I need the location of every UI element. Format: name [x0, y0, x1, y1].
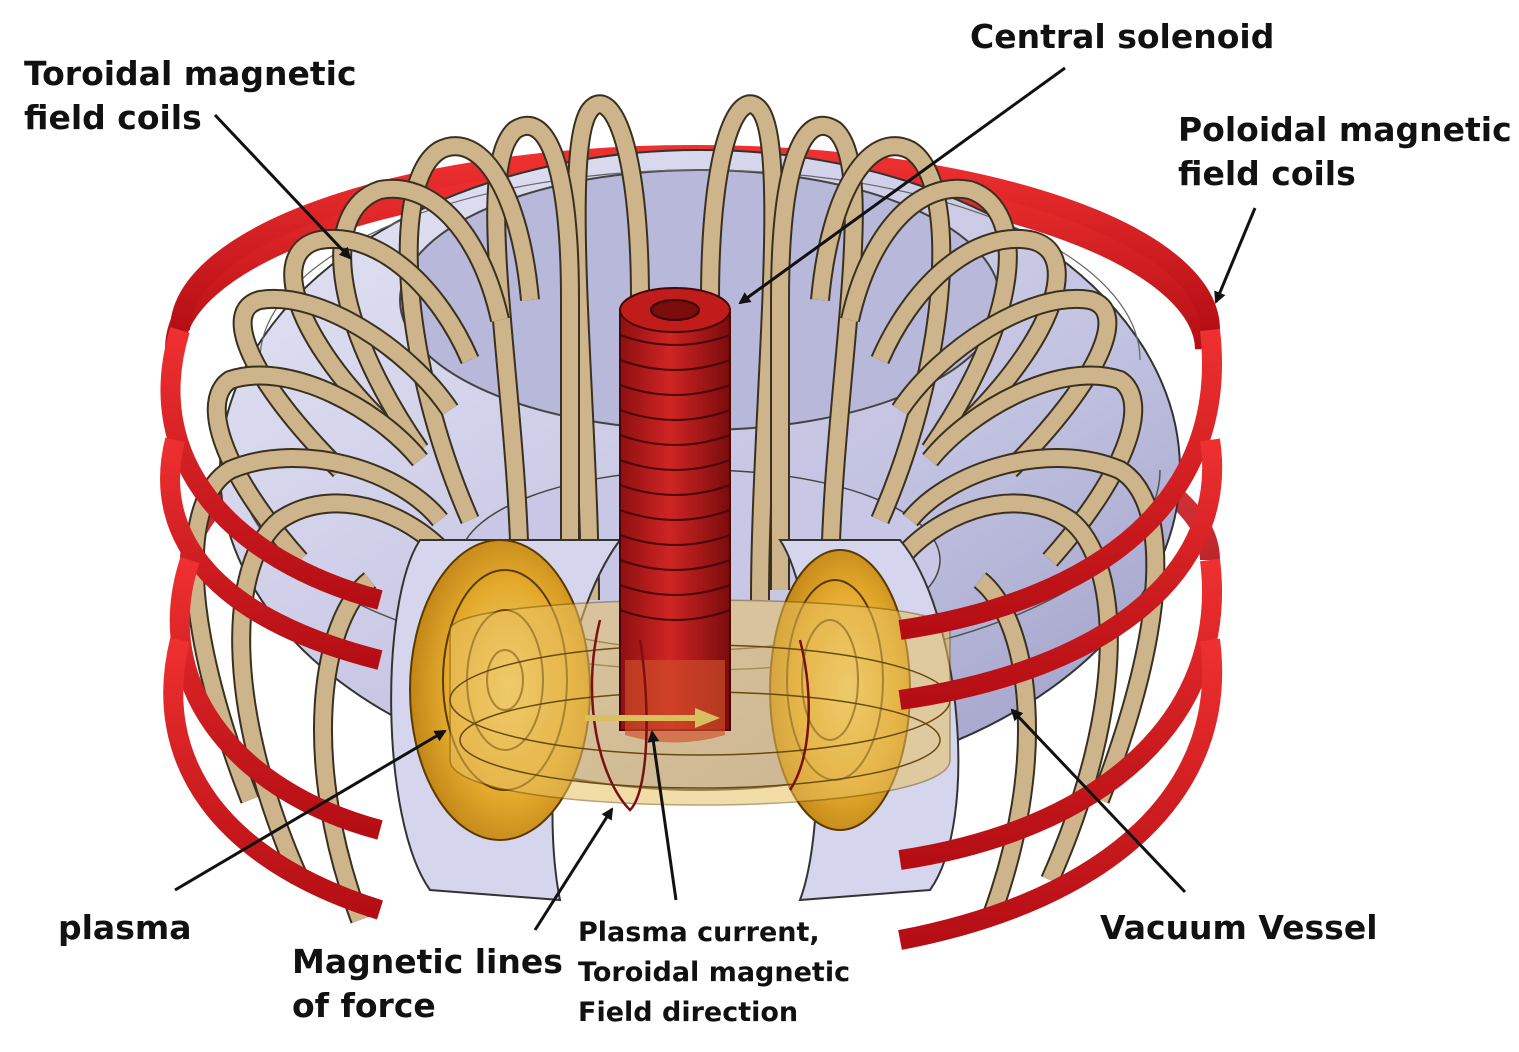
label-line: field coils	[1178, 154, 1356, 193]
arrow-plasma	[174, 729, 447, 892]
poloidal-coils-front	[160, 327, 1223, 950]
label-line: Plasma current,	[578, 917, 820, 948]
arrow-toroidal-coils	[213, 113, 352, 260]
label-line: field coils	[24, 98, 202, 137]
label-magnetic-lines: Magnetic lines of force	[292, 940, 563, 1028]
leader-arrows	[174, 66, 1257, 931]
label-line: Field direction	[578, 997, 799, 1028]
label-line: Central solenoid	[970, 17, 1275, 56]
label-line: Vacuum Vessel	[1100, 908, 1378, 947]
label-plasma-current: Plasma current, Toroidal magnetic Field …	[578, 913, 850, 1033]
label-line: Toroidal magnetic	[578, 957, 851, 988]
label-line: of force	[292, 986, 436, 1025]
arrow-plasma-current	[647, 730, 678, 901]
label-line: plasma	[58, 908, 192, 947]
arrow-vacuum-vessel	[1010, 708, 1187, 894]
label-line: Magnetic lines	[292, 942, 563, 981]
arrow-central-solenoid	[738, 66, 1066, 305]
magnetic-line-helix	[590, 619, 810, 812]
plasma-current-arrow	[585, 708, 720, 728]
label-central-solenoid: Central solenoid	[970, 15, 1274, 59]
label-vacuum-vessel: Vacuum Vessel	[1100, 906, 1378, 950]
arrow-magnetic-lines	[533, 807, 614, 931]
central-solenoid	[619, 287, 731, 743]
toroidal-field-coils	[184, 94, 1166, 924]
label-poloidal-coils: Poloidal magnetic field coils	[1178, 108, 1512, 196]
label-plasma: plasma	[58, 906, 192, 950]
label-toroidal-coils: Toroidal magnetic field coils	[24, 52, 357, 140]
label-line: Toroidal magnetic	[24, 54, 357, 93]
label-line: Poloidal magnetic	[1178, 110, 1512, 149]
arrow-poloidal-coils	[1214, 207, 1257, 304]
